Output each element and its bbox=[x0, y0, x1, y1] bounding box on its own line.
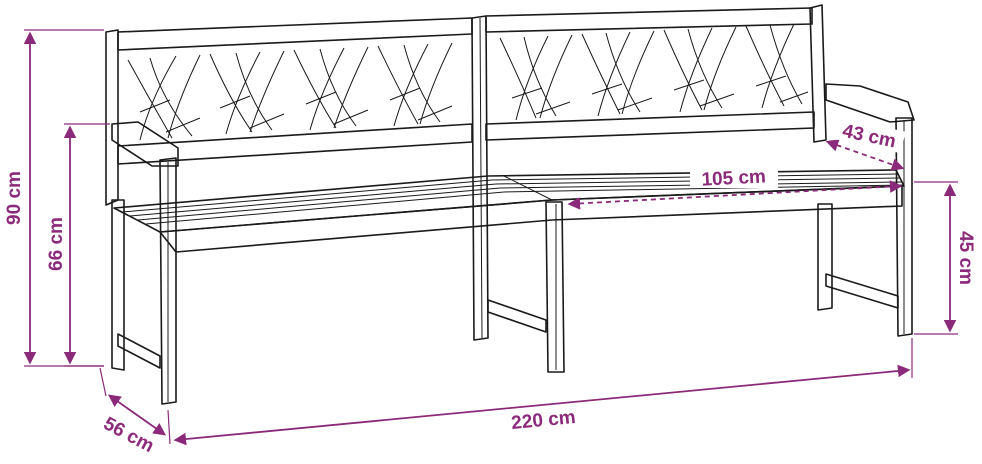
depth-56-line bbox=[107, 394, 167, 436]
width-220-line bbox=[173, 364, 911, 446]
seat-slats bbox=[113, 169, 905, 233]
center-front-leg bbox=[545, 201, 565, 373]
back-lattice-left bbox=[127, 42, 453, 141]
right-back-post bbox=[809, 4, 827, 143]
back-rail-left bbox=[117, 123, 473, 165]
left-armrest bbox=[111, 121, 179, 167]
label-depth-56: 56 cm bbox=[100, 413, 157, 457]
bench-drawing bbox=[105, 4, 915, 405]
left-back-post bbox=[105, 29, 119, 206]
label-105-backing bbox=[690, 166, 778, 188]
seat-depth-43-line bbox=[825, 139, 905, 171]
label-height-90: 90 cm bbox=[4, 171, 25, 225]
center-side-stretcher bbox=[487, 299, 547, 333]
label-height-45: 45 cm bbox=[955, 231, 976, 285]
label-seat-width-105: 105 cm bbox=[701, 166, 766, 190]
back-lattice-right bbox=[499, 23, 809, 121]
right-armrest bbox=[825, 83, 915, 123]
label-seat-depth-43: 43 cm bbox=[841, 121, 898, 153]
label-height-66: 66 cm bbox=[46, 217, 67, 271]
right-back-leg bbox=[817, 203, 833, 311]
right-front-leg bbox=[895, 117, 913, 337]
top-rail-left bbox=[117, 17, 473, 51]
right-side-stretcher bbox=[825, 273, 899, 309]
left-side-stretcher bbox=[117, 333, 161, 369]
back-rail-right bbox=[485, 111, 815, 141]
label-width-220: 220 cm bbox=[510, 407, 576, 434]
seat-width-105-line bbox=[567, 180, 903, 210]
dimension-lines bbox=[23, 29, 958, 446]
top-rail-right bbox=[485, 7, 813, 33]
front-seat-rail bbox=[159, 185, 903, 253]
left-back-leg bbox=[111, 199, 125, 371]
label-43-backing bbox=[832, 117, 906, 154]
center-back-post bbox=[471, 15, 489, 341]
